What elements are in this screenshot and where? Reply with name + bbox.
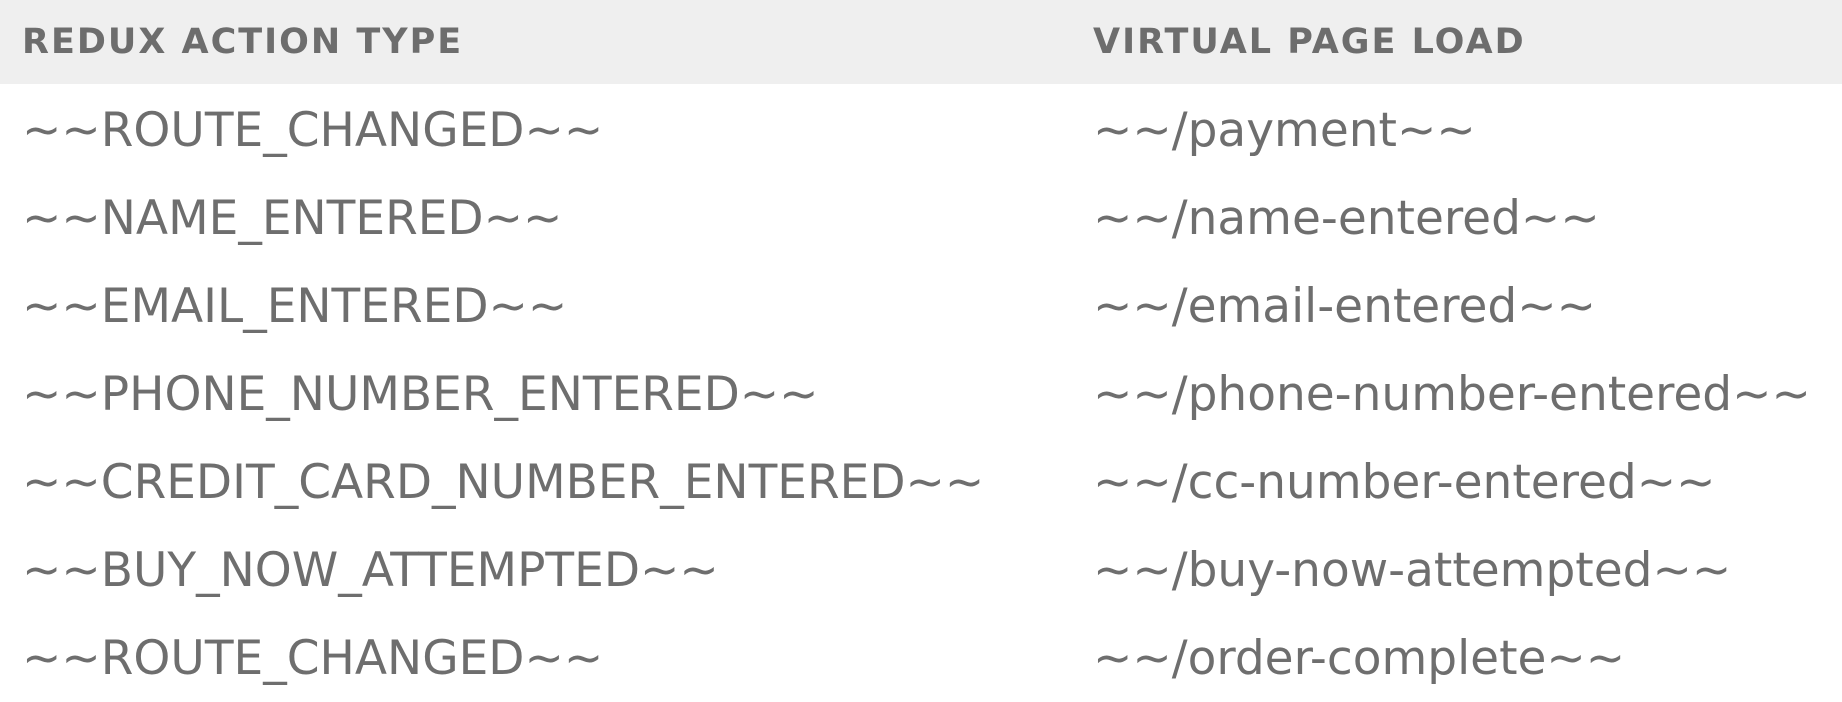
page-load-cell: ~~/email-entered~~ — [1093, 278, 1597, 334]
action-type-cell: ~~NAME_ENTERED~~ — [22, 190, 563, 246]
action-type-cell: ~~EMAIL_ENTERED~~ — [22, 278, 568, 334]
table-row: ~~ROUTE_CHANGED~~ ~~/payment~~ — [0, 84, 1842, 174]
action-type-cell: ~~BUY_NOW_ATTEMPTED~~ — [22, 542, 719, 598]
action-type-cell: ~~ROUTE_CHANGED~~ — [22, 630, 604, 686]
table-row: ~~EMAIL_ENTERED~~ ~~/email-entered~~ — [0, 262, 1842, 350]
page-load-cell: ~~/buy-now-attempted~~ — [1093, 542, 1732, 598]
column-header-virtual-page-load: VIRTUAL PAGE LOAD — [1093, 22, 1526, 62]
action-type-cell: ~~PHONE_NUMBER_ENTERED~~ — [22, 366, 819, 422]
action-type-cell: ~~ROUTE_CHANGED~~ — [22, 102, 604, 158]
action-type-cell: ~~CREDIT_CARD_NUMBER_ENTERED~~ — [22, 454, 985, 510]
page-load-cell: ~~/order-complete~~ — [1093, 630, 1626, 686]
page-load-cell: ~~/phone-number-entered~~ — [1093, 366, 1811, 422]
table-row: ~~BUY_NOW_ATTEMPTED~~ ~~/buy-now-attempt… — [0, 526, 1842, 614]
page-load-cell: ~~/cc-number-entered~~ — [1093, 454, 1716, 510]
table-header-row: REDUX ACTION TYPE VIRTUAL PAGE LOAD — [0, 0, 1842, 84]
column-header-redux-action-type: REDUX ACTION TYPE — [22, 22, 464, 62]
page-load-cell: ~~/name-entered~~ — [1093, 190, 1600, 246]
table-row: ~~NAME_ENTERED~~ ~~/name-entered~~ — [0, 174, 1842, 262]
table-row: ~~ROUTE_CHANGED~~ ~~/order-complete~~ — [0, 614, 1842, 702]
page-load-cell: ~~/payment~~ — [1093, 102, 1476, 158]
table-row: ~~PHONE_NUMBER_ENTERED~~ ~~/phone-number… — [0, 350, 1842, 438]
table-row: ~~CREDIT_CARD_NUMBER_ENTERED~~ ~~/cc-num… — [0, 438, 1842, 526]
